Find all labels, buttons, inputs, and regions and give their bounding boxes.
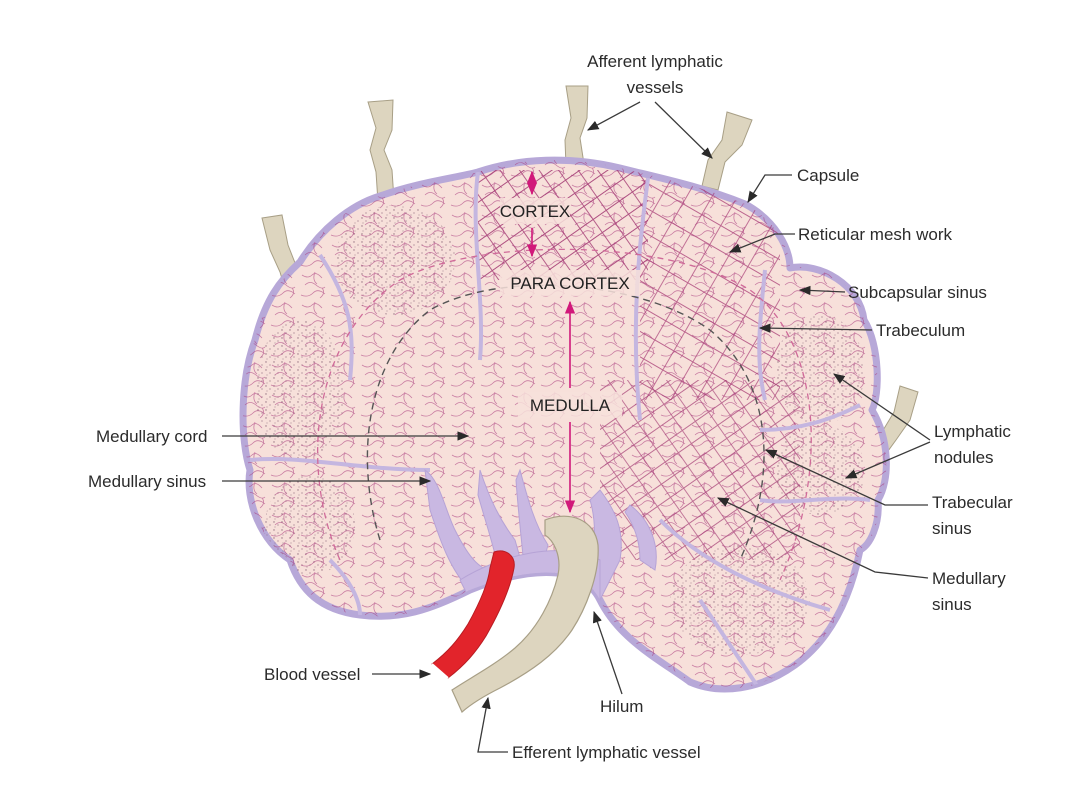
label-afferent-line1: Afferent lymphatic <box>587 52 723 71</box>
label-capsule: Capsule <box>797 166 859 185</box>
leader-afferent-1 <box>586 101 641 131</box>
leader-subcapsular <box>798 285 846 296</box>
leader-trabecular-sinus <box>764 449 928 506</box>
medulla-label: MEDULLA <box>530 396 611 415</box>
label-trabecular-sinus-line1: Trabecular <box>932 493 1013 512</box>
leader-afferent-2 <box>654 101 713 159</box>
label-lymphatic-line1: Lymphatic <box>934 422 1011 441</box>
cortex-label: CORTEX <box>500 202 571 221</box>
hilum-vessels <box>431 515 599 713</box>
label-subcapsular-sinus: Subcapsular sinus <box>848 283 987 302</box>
leader-nodules-1 <box>833 373 931 441</box>
label-hilum: Hilum <box>600 697 643 716</box>
label-medullary-sinus-left: Medullary sinus <box>88 472 206 491</box>
leader-hilum <box>592 610 623 695</box>
leader-medullary-sinus-right <box>716 497 929 579</box>
lymph-node-body <box>239 156 890 693</box>
label-medullary-cord: Medullary cord <box>96 427 208 446</box>
leader-capsule <box>747 174 792 203</box>
zone-arrows <box>526 170 576 514</box>
labels: Afferent lymphatic vessels Capsule Retic… <box>88 52 1013 762</box>
label-efferent-vessel: Efferent lymphatic vessel <box>512 743 701 762</box>
afferent-vessel-1 <box>367 99 395 203</box>
leader-nodules-2 <box>844 441 931 479</box>
leader-efferent <box>477 696 508 753</box>
paracortex-label: PARA CORTEX <box>510 274 629 293</box>
label-medullary-sinus-right-line2: sinus <box>932 595 972 614</box>
label-blood-vessel: Blood vessel <box>264 665 360 684</box>
leader-reticular <box>728 233 795 253</box>
label-trabeculum: Trabeculum <box>876 321 965 340</box>
blood-vessel <box>431 550 515 679</box>
cortex-boundary <box>316 248 812 581</box>
leader-lines <box>222 101 931 753</box>
leader-trabeculum <box>758 323 873 333</box>
efferent-vessel <box>451 515 599 713</box>
label-reticular-mesh: Reticular mesh work <box>798 225 952 244</box>
label-lymphatic-line2: nodules <box>934 448 994 467</box>
afferent-vessel-4 <box>701 111 753 191</box>
label-medullary-sinus-right-line1: Medullary <box>932 569 1006 588</box>
label-trabecular-sinus-line2: sinus <box>932 519 972 538</box>
label-afferent-line2: vessels <box>627 78 684 97</box>
afferent-vessel-3 <box>564 85 589 167</box>
zone-labels: CORTEX PARA CORTEX MEDULLA <box>500 198 640 418</box>
